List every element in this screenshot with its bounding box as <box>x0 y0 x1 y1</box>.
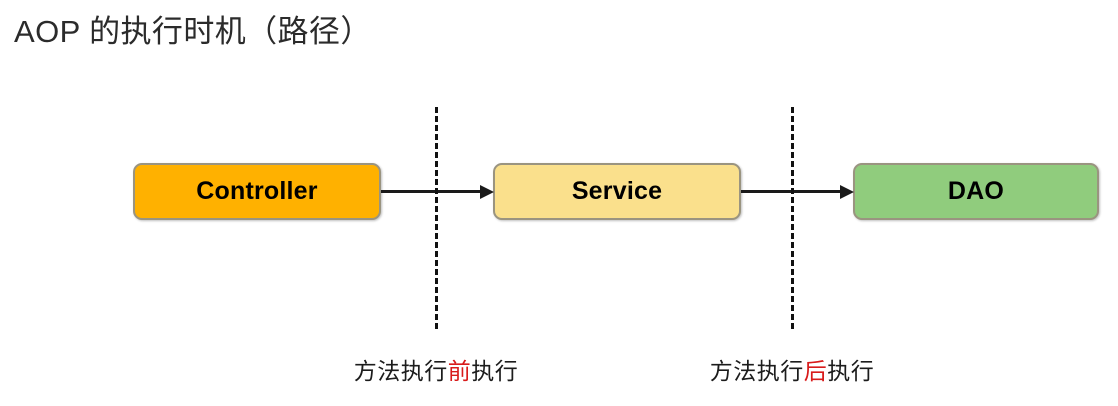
arrow-controller-to-service <box>381 184 494 200</box>
flow-node-dao-label: DAO <box>947 177 1005 205</box>
cutline-before-caption: 方法执行前执行 <box>354 352 519 386</box>
caption-suffix: 执行 <box>471 358 519 384</box>
cutline-after <box>791 107 794 329</box>
arrow-service-to-dao <box>741 184 854 200</box>
flow-node-controller[interactable]: Controller <box>133 163 381 220</box>
page-title: AOP 的执行时机（路径） <box>14 14 372 49</box>
cutline-before <box>435 107 438 329</box>
caption-highlight: 前 <box>447 358 472 384</box>
arrow-shaft <box>381 190 481 193</box>
caption-prefix: 方法执行 <box>709 358 804 384</box>
arrow-head-icon <box>480 185 494 199</box>
flow-node-service[interactable]: Service <box>493 163 741 220</box>
caption-suffix: 执行 <box>827 358 875 384</box>
caption-prefix: 方法执行 <box>353 358 448 384</box>
arrow-head-icon <box>840 185 854 199</box>
flow-node-service-label: Service <box>571 177 663 205</box>
cutline-after-caption: 方法执行后执行 <box>710 352 875 386</box>
flow-node-controller-label: Controller <box>196 177 318 205</box>
caption-highlight: 后 <box>803 358 828 384</box>
flow-node-dao[interactable]: DAO <box>853 163 1099 220</box>
